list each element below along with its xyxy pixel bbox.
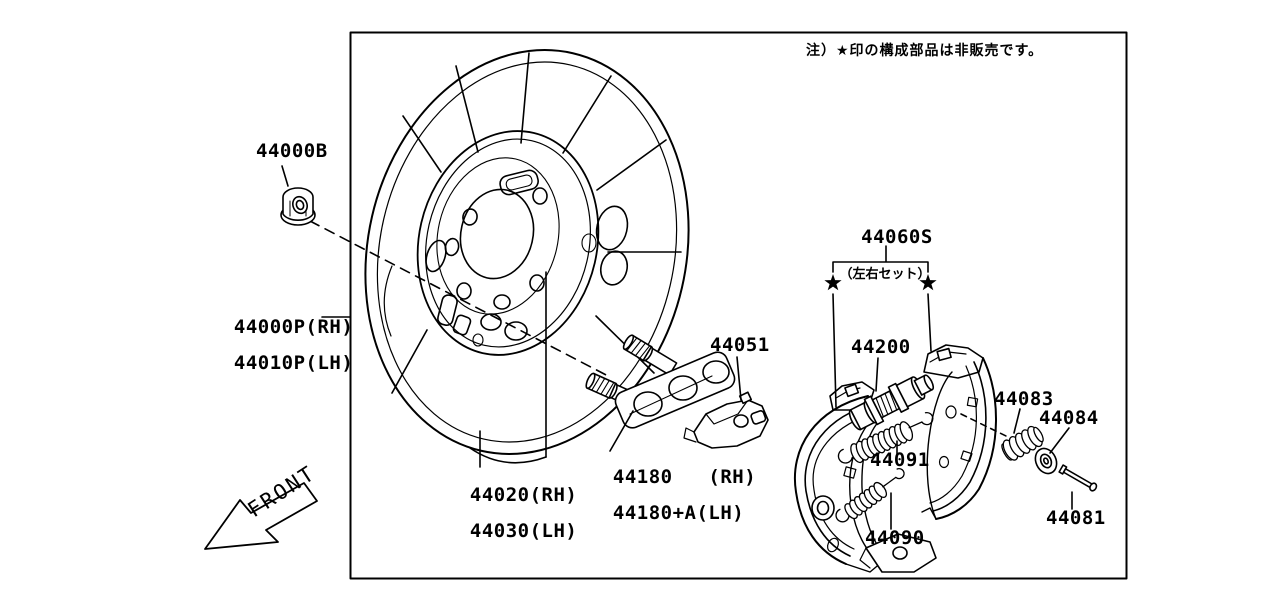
shoe-anchor-drawing <box>859 533 937 573</box>
part-label-44081: 44081 <box>1046 507 1106 529</box>
return-spring-lower-drawing <box>835 467 905 523</box>
diagram-frame <box>349 31 1128 580</box>
leader-44180 <box>609 410 634 452</box>
part-label-44060s-set-note: （左右セット） <box>839 267 931 282</box>
holddown-cup-drawing <box>1034 447 1058 475</box>
toggle-lever-drawing <box>683 391 769 449</box>
part-label-44180-rh: 44180 (RH) <box>612 466 757 488</box>
part-label-44084: 44084 <box>1039 407 1099 429</box>
part-label-44000p-44010p: 44000P(RH) 44010P(LH) <box>210 300 354 374</box>
backing-plate-drawing <box>364 49 690 464</box>
nut-drawing <box>280 187 316 226</box>
part-label-44060s-number: 44060S <box>861 226 933 248</box>
leader-44084 <box>1049 427 1070 454</box>
leader-44000b <box>281 165 289 187</box>
part-label-44030-lh: 44030(LH) <box>469 520 578 542</box>
leader-star-left <box>832 293 837 408</box>
holddown-spring-drawing <box>1001 425 1044 461</box>
holddown-pin-drawing <box>1058 464 1098 492</box>
return-spring-upper-drawing <box>837 411 934 464</box>
part-label-44083: 44083 <box>994 388 1054 410</box>
part-label-44060s: 44060S （左右セット） <box>837 210 933 302</box>
part-label-44051: 44051 <box>710 334 770 356</box>
front-arrow-icon <box>204 482 318 550</box>
part-label-44090: 44090 <box>865 527 925 549</box>
part-label-44180: 44180 (RH) 44180+A(LH) <box>589 450 757 524</box>
star-icon <box>824 274 842 291</box>
adjuster-drawing <box>848 374 935 431</box>
part-label-44020-rh: 44020(RH) <box>469 484 578 506</box>
assembly-dashed-line-holddown <box>960 413 1007 437</box>
part-label-44010p-lh: 44010P(LH) <box>233 352 354 374</box>
strut-drawing <box>585 334 736 429</box>
leader-44200 <box>875 357 879 392</box>
leader-44051 <box>736 356 742 401</box>
star-icon <box>919 274 937 291</box>
part-label-44000p-rh: 44000P(RH) <box>233 316 354 338</box>
leader-star-right <box>927 293 932 352</box>
part-label-44200: 44200 <box>851 336 911 358</box>
part-label-44091: 44091 <box>870 449 930 471</box>
right-brake-shoe-drawing <box>921 344 997 520</box>
assembly-dashed-line-nut <box>309 220 611 378</box>
leader-44060s-bracket <box>832 245 929 273</box>
part-label-44180a-lh: 44180+A(LH) <box>612 502 745 524</box>
part-label-44020-44030: 44020(RH) 44030(LH) <box>446 468 578 542</box>
leader-44083 <box>1013 408 1021 434</box>
not-sold-note: 注）★印の構成部品は非販売です。 <box>806 43 1044 59</box>
leader-lines <box>281 165 1073 530</box>
part-label-44000b: 44000B <box>256 140 328 162</box>
